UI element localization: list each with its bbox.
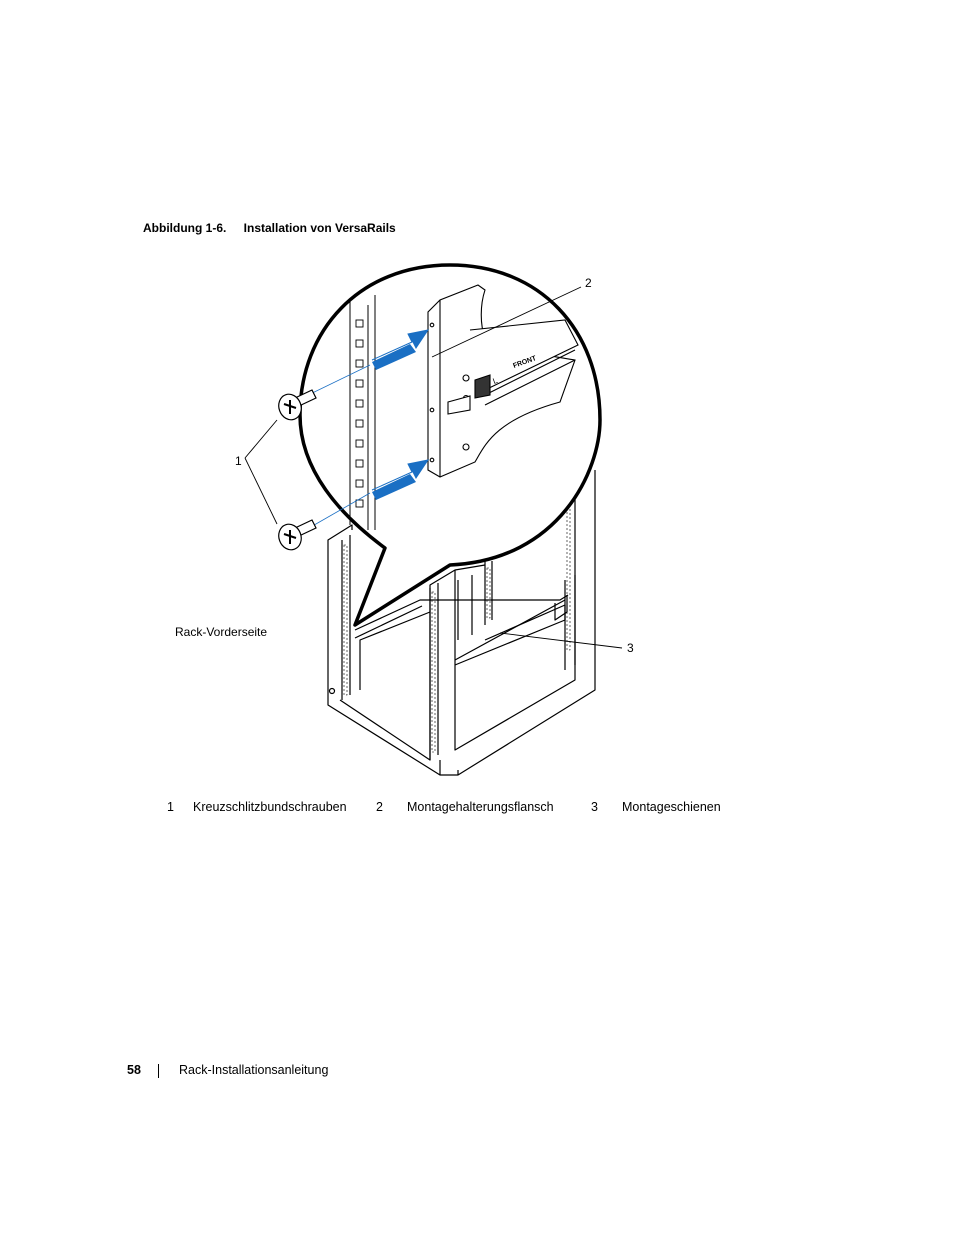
leader-lines (244, 286, 623, 649)
screw-bottom (278, 519, 317, 551)
rack-cabinet-outline (327, 470, 596, 776)
figure-number: Abbildung 1-6. (143, 221, 227, 235)
legend-num-3: 3 (591, 800, 598, 814)
page-number: 58 (127, 1063, 141, 1077)
rail-side-marking: L (492, 376, 500, 386)
figure-caption: Abbildung 1-6. Installation von VersaRai… (143, 221, 396, 235)
front-left-post (341, 535, 351, 700)
screw-top (278, 389, 317, 421)
legend-num-1: 1 (167, 800, 174, 814)
callout-2: 2 (585, 276, 592, 290)
front-label: Rack-Vorderseite (175, 625, 268, 639)
zoomed-post (349, 295, 376, 530)
figure-title: Installation von VersaRails (243, 221, 396, 235)
footer-separator (158, 1064, 159, 1078)
legend-label-3: Montageschienen (622, 800, 721, 814)
callout-3: 3 (627, 641, 634, 655)
insertion-arrows (371, 329, 430, 500)
legend-label-1: Kreuzschlitzbundschrauben (193, 800, 347, 814)
mounting-rail-bottom (354, 594, 569, 661)
legend-num-2: 2 (376, 800, 383, 814)
running-title: Rack-Installationsanleitung (179, 1063, 329, 1077)
legend-label-2: Montagehalterungsflansch (407, 800, 554, 814)
callout-1: 1 (235, 454, 242, 468)
rack-installation-illustration: FRONT L (244, 263, 623, 776)
mounting-bracket-flange (427, 284, 579, 478)
